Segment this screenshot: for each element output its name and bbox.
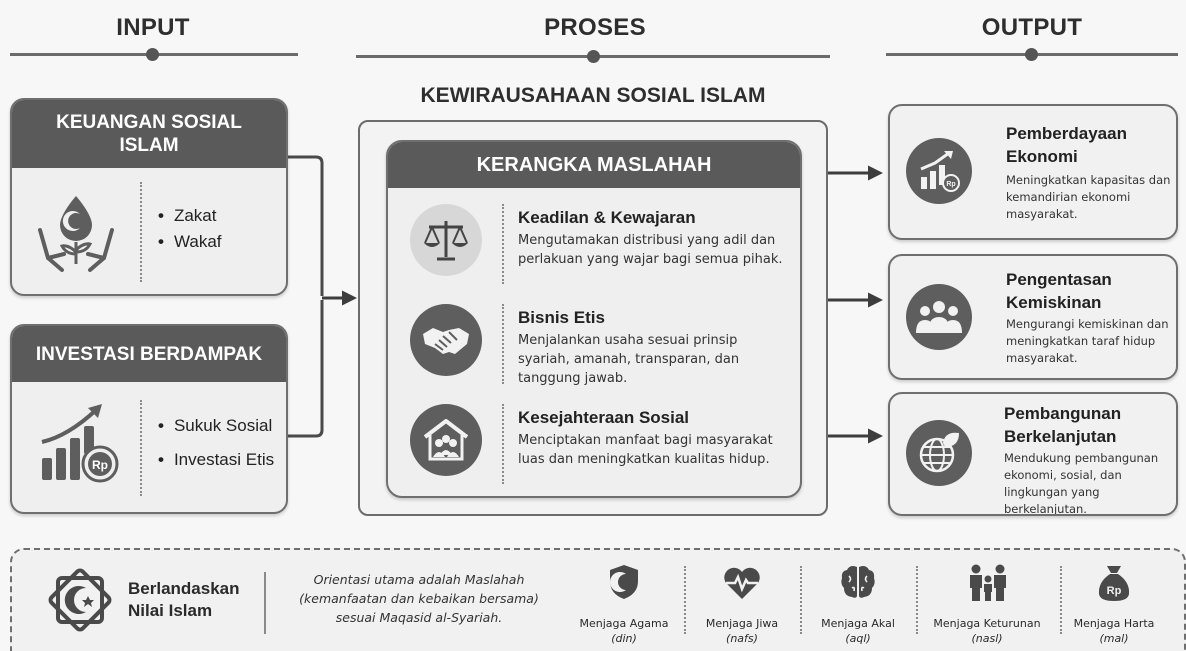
community-house-icon xyxy=(410,404,482,476)
output-text: Mendukung pembangunan ekonomi, sosial, d… xyxy=(1004,451,1159,516)
money-bag-icon: Rp xyxy=(1098,566,1130,601)
maqasid-divider xyxy=(684,566,686,634)
input-heading: INPUT xyxy=(116,14,190,41)
brain-icon xyxy=(841,566,875,598)
maqasid-label: Menjaga Keturunan xyxy=(933,617,1041,630)
crescent-shield-icon xyxy=(610,565,638,599)
output-card-poverty-alleviation: Pengentasan Kemiskinan Mengurangi kemisk… xyxy=(888,254,1178,380)
svg-text:Rp: Rp xyxy=(1107,585,1122,597)
item-title: Bisnis Etis xyxy=(518,308,605,327)
output-heading: OUTPUT xyxy=(981,14,1083,41)
item-text: Mengutamakan distribusi yang adil dan pe… xyxy=(518,233,783,267)
islamic-star-icon xyxy=(46,566,114,634)
hands-sprout-icon xyxy=(36,192,116,272)
maqasid-term: (aql) xyxy=(845,632,871,645)
foundation-label: Berlandaskan Nilai Islam xyxy=(128,579,240,620)
social-finance-title: KEUANGAN SOSIAL ISLAM xyxy=(12,100,286,168)
output-title: Pembangunan Berkelanjutan xyxy=(1004,404,1122,446)
item-title: Keadilan & Kewajaran xyxy=(518,208,696,227)
maqasid-term: (nasl) xyxy=(971,632,1003,645)
footer-panel: Berlandaskan Nilai Islam Orientasi utama… xyxy=(10,548,1186,651)
growth-chart-icon: Rp xyxy=(906,138,972,204)
people-icon xyxy=(906,284,972,350)
output-text: Mengurangi kemiskinan dan meningkatkan t… xyxy=(1006,317,1169,365)
maqasid-item-keturunan: Menjaga Keturunan (nasl) xyxy=(922,564,1052,645)
svg-text:Rp: Rp xyxy=(946,181,955,188)
maqasid-divider xyxy=(916,566,918,634)
svg-text:Rp: Rp xyxy=(92,458,108,472)
social-finance-list: Zakat Wakaf xyxy=(158,200,222,258)
maslahah-framework-card: KERANGKA MASLAHAH Keadilan & Kewajaran M… xyxy=(386,140,802,498)
maqasid-item-akal: Menjaga Akal (aql) xyxy=(808,564,908,645)
footer-divider xyxy=(264,572,266,634)
maslahah-framework-title: KERANGKA MASLAHAH xyxy=(388,142,800,188)
heartbeat-icon xyxy=(724,567,760,599)
output-card-economic-empowerment: Rp Pemberdayaan Ekonomi Meningkatkan kap… xyxy=(888,104,1178,240)
maslahah-orientation-text: Orientasi utama adalah Maslahah (kemanfa… xyxy=(274,570,564,627)
output-title: Pemberdayaan Ekonomi xyxy=(1006,124,1127,166)
list-item: Zakat xyxy=(158,206,222,226)
maqasid-item-jiwa: Menjaga Jiwa (nafs) xyxy=(692,564,792,645)
connector-social-finance xyxy=(288,155,324,296)
output-rule-dot xyxy=(1025,48,1038,61)
maqasid-term: (mal) xyxy=(1099,632,1129,645)
social-finance-card: KEUANGAN SOSIAL ISLAM Zakat Wakaf xyxy=(10,98,288,296)
impact-investment-divider xyxy=(140,400,142,496)
item-text: Menjalankan usaha sesuai prinsip syariah… xyxy=(518,333,740,386)
scales-icon xyxy=(410,204,482,276)
item-divider xyxy=(502,404,504,484)
maqasid-item-agama: Menjaga Agama (din) xyxy=(574,564,674,645)
process-title: KEWIRAUSAHAAN SOSIAL ISLAM xyxy=(420,84,766,107)
output-card-sustainable-development: Pembangunan Berkelanjutan Mendukung pemb… xyxy=(888,392,1178,516)
impact-investment-list: Sukuk Sosial Investasi Etis xyxy=(158,410,274,476)
item-text: Menciptakan manfaat bagi masyarakat luas… xyxy=(518,433,773,467)
list-item: Sukuk Sosial xyxy=(158,416,274,436)
connector-impact-investment xyxy=(288,300,324,438)
maqasid-divider xyxy=(800,566,802,634)
impact-investment-title: INVESTASI BERDAMPAK xyxy=(12,326,286,382)
growth-chart-rp-icon: Rp xyxy=(38,402,124,488)
output-title: Pengentasan Kemiskinan xyxy=(1006,270,1112,312)
orientation-line: (kemanfaatan dan kebaikan bersama) xyxy=(299,591,539,606)
maqasid-divider xyxy=(1060,566,1062,634)
maqasid-term: (nafs) xyxy=(726,632,758,645)
item-divider xyxy=(502,204,504,284)
item-title: Kesejahteraan Sosial xyxy=(518,408,690,427)
maqasid-item-harta: Rp Menjaga Harta (mal) xyxy=(1064,564,1164,645)
globe-leaf-icon xyxy=(906,420,972,486)
orientation-line: sesuai Maqasid al-Syariah. xyxy=(335,610,503,625)
family-icon xyxy=(970,564,1006,601)
process-rule-dot xyxy=(587,50,600,63)
maqasid-label: Menjaga Jiwa xyxy=(705,617,779,630)
list-item: Wakaf xyxy=(158,232,222,252)
orientation-line: Orientasi utama adalah Maslahah xyxy=(313,572,525,587)
social-finance-divider xyxy=(140,182,142,282)
maqasid-term: (din) xyxy=(611,632,637,645)
maqasid-label: Menjaga Harta xyxy=(1073,617,1155,630)
list-item: Investasi Etis xyxy=(158,450,274,470)
impact-investment-card: INVESTASI BERDAMPAK Rp Sukuk Sosial Inve… xyxy=(10,324,288,514)
process-heading: PROSES xyxy=(544,14,646,41)
input-rule-dot xyxy=(146,48,159,61)
maqasid-label: Menjaga Agama xyxy=(579,617,669,630)
handshake-icon xyxy=(410,304,482,376)
item-divider xyxy=(502,304,504,384)
output-text: Meningkatkan kapasitas dan kemandirian e… xyxy=(1006,173,1171,221)
maqasid-label: Menjaga Akal xyxy=(821,617,895,630)
